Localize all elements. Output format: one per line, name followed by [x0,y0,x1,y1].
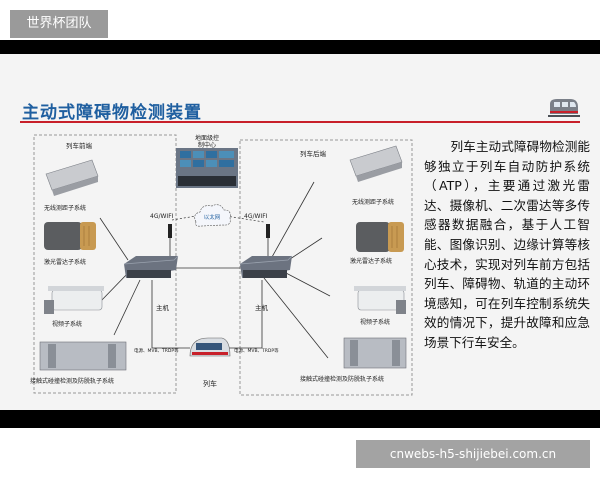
ground-control-label-line1: 地面级控 [195,134,219,142]
antenna-left-icon [168,224,172,238]
host-label-left: 主机 [156,303,170,312]
front-subsystem-label-4: 接触式碰撞检测及防脱轨子系统 [30,377,114,385]
rear-subsystem-label-4: 接触式碰撞检测及防脱轨子系统 [300,375,384,383]
antenna-right-icon [266,224,270,238]
rear-group-box [239,139,413,396]
watermark-bottom: cnwebs-h5-shijiebei.com.cn [356,440,590,468]
front-subsystem-camera-image [44,286,104,314]
front-subsystem-label-3: 视频子系统 [52,320,82,328]
host-label-right: 主机 [255,303,269,312]
architecture-diagram: 列车前端 列车后端 地面级控 制中心 以太网 [30,134,413,396]
rear-subsystem-label-1: 无线测距子系统 [352,198,394,206]
rear-subsystem-lidar-image [356,222,404,252]
top-black-band [0,40,600,54]
connection-lines [99,181,331,359]
front-subsystem-label-1: 无线测距子系统 [44,204,86,212]
front-subsystem-label-2: 激光雷达子系统 [44,258,86,266]
ground-control-label-line2: 制中心 [198,141,216,149]
rear-subsystem-camera-image [354,286,406,314]
front-group-label: 列车前端 [66,141,93,150]
train-image [189,337,231,357]
ground-control-center-image [176,148,238,188]
rear-subsystem-contact-image [343,337,407,369]
rear-subsystem-label-2: 激光雷达子系统 [350,257,392,265]
front-subsystem-lidar-image [44,222,96,250]
ethernet-cloud-icon [194,204,231,227]
train-label: 列车 [203,379,217,388]
bus-label-right: 电源、MVB、TRDP等 [234,347,279,354]
metro-train-icon [548,99,580,117]
host-unit-left-icon [123,255,179,278]
ethernet-label: 以太网 [204,213,221,221]
slide-title: 主动式障碍物检测装置 [22,103,202,123]
rear-subsystem-label-3: 视频子系统 [360,318,390,326]
host-unit-right-icon [239,255,293,278]
rear-subsystem-wireless-image [349,145,403,182]
bottom-black-band [0,410,600,428]
rear-group-label: 列车后端 [300,149,327,158]
slide-description: 列车主动式障碍物检测能够独立于列车自动防护系统（ATP），主要通过激光雷达、摄像… [424,139,590,350]
front-subsystem-contact-image [39,341,127,371]
bus-label-left: 电源、MVB、TRDP等 [134,347,179,354]
title-underline [20,121,580,123]
wifi-label-right: 4G/WIFI [244,213,268,220]
front-subsystem-wireless-image [45,159,99,196]
watermark-top: 世界杯团队 [10,10,108,38]
wifi-label-left: 4G/WIFI [150,213,174,220]
